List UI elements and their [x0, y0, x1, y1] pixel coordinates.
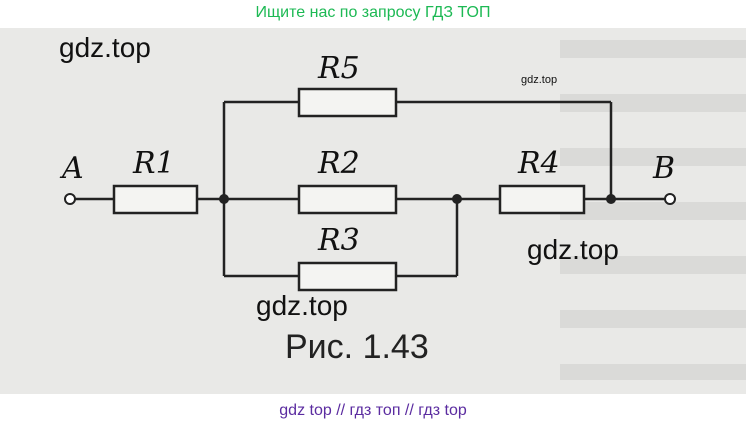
watermark: gdz.top — [256, 290, 348, 321]
watermark: gdz.top — [521, 74, 558, 86]
watermark: gdz.top — [527, 234, 619, 265]
resistor-label-r3: R3 — [317, 223, 360, 258]
node-label-b: B — [652, 151, 675, 186]
node-label-a: A — [59, 151, 84, 186]
bleed-through-text — [560, 40, 746, 380]
junction-1 — [219, 194, 229, 204]
resistor-label-r1: R1 — [132, 146, 175, 181]
figure-caption: Рис. 1.43 — [285, 328, 429, 366]
terminal-b — [664, 193, 676, 205]
resistor-r3 — [297, 261, 398, 292]
resistor-label-r4: R4 — [517, 146, 560, 181]
junction-3 — [606, 194, 616, 204]
resistor-label-r2: R2 — [317, 146, 360, 181]
resistor-r4 — [498, 184, 586, 215]
resistor-r5 — [297, 87, 398, 118]
terminal-a — [64, 193, 76, 205]
watermark: gdz.top — [59, 32, 151, 63]
resistor-label-r5: R5 — [317, 51, 360, 86]
junction-2 — [452, 194, 462, 204]
resistor-r2 — [297, 184, 398, 215]
top-banner[interactable]: Ищите нас по запросу ГДЗ ТОП — [0, 0, 746, 28]
bottom-banner[interactable]: gdz top // гдз топ // гдз top — [0, 394, 746, 426]
resistor-r1 — [112, 184, 199, 215]
